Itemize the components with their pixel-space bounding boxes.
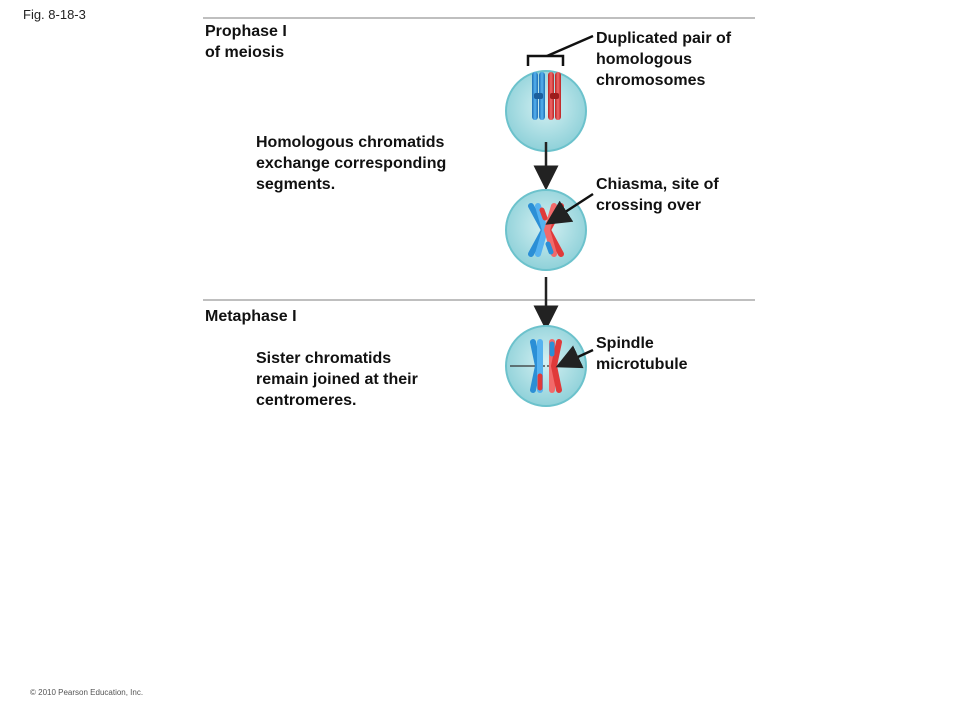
prophase-heading: Prophase I of meiosis: [205, 23, 287, 61]
cell-chiasma: [505, 189, 594, 271]
crossing-over-description: Homologous chromatids exchange correspon…: [256, 134, 447, 193]
figure-label: Fig. 8-18-3: [23, 7, 86, 22]
chiasma-callout: Chiasma, site of crossing over: [596, 176, 719, 214]
duplicated-pair-callout: Duplicated pair of homologous chromosome…: [596, 30, 732, 89]
spindle-callout: Spindle microtubule: [596, 335, 688, 373]
copyright: © 2010 Pearson Education, Inc.: [30, 688, 144, 697]
cell-metaphase: [505, 325, 594, 407]
metaphase-heading: Metaphase I: [205, 308, 297, 325]
cell-duplicated-pair: [505, 34, 594, 152]
sister-chromatids-description: Sister chromatids remain joined at their…: [256, 350, 418, 409]
